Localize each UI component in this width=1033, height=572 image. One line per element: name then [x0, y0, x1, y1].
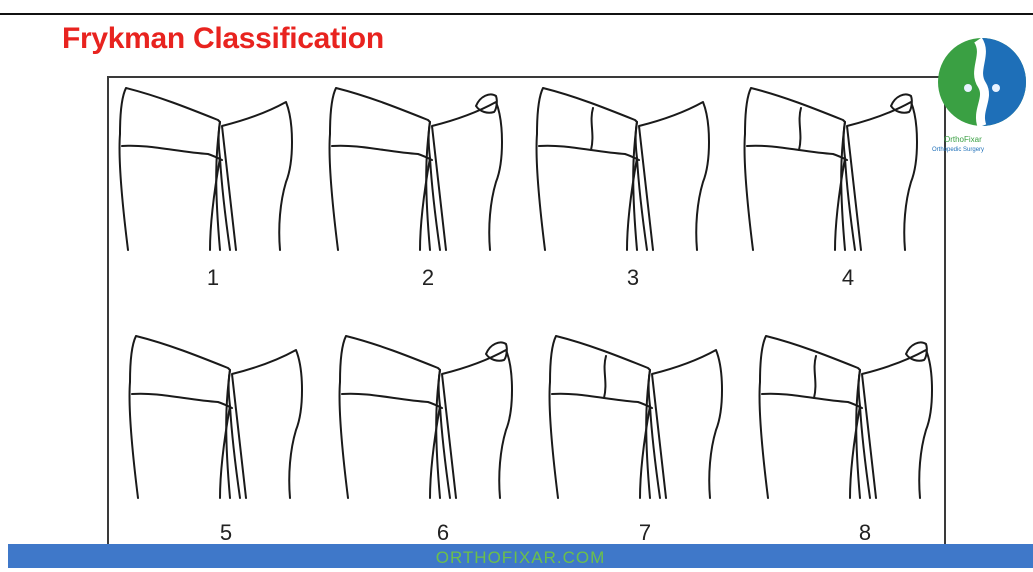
radius-fracture-line	[342, 394, 442, 408]
ulna-shaft-line	[230, 406, 240, 498]
radiocarpal-fracture-line	[799, 108, 801, 150]
radius-outline	[549, 336, 650, 498]
radius-fracture-line	[539, 146, 639, 160]
figure-number: 8	[859, 520, 871, 545]
ulna-shaft-line	[440, 406, 450, 498]
radius-fracture-line	[132, 394, 232, 408]
logo-tagline: Orthopedic Surgery	[932, 147, 984, 153]
ulna-outline	[442, 350, 512, 498]
footer-bar: ORTHOFIXAR.COM	[8, 544, 1033, 568]
figure-number: 6	[437, 520, 449, 545]
radius-fracture-line	[332, 146, 432, 160]
ulna-outline	[432, 102, 502, 250]
radius-outline	[339, 336, 440, 498]
fracture-figure	[744, 88, 917, 250]
figure-number: 2	[422, 265, 434, 290]
fracture-figure	[329, 88, 502, 250]
ulna-outline	[652, 350, 722, 498]
radius-outline	[129, 336, 230, 498]
figure-number: 5	[220, 520, 232, 545]
radius-fracture-line	[747, 146, 847, 160]
footer-site-link[interactable]: ORTHOFIXAR.COM	[436, 548, 606, 567]
radius-fracture-line	[552, 394, 652, 408]
ulna-shaft-line	[220, 158, 230, 250]
radius-outline	[119, 88, 220, 250]
figure-number: 4	[842, 265, 854, 290]
ulna-outline	[222, 102, 292, 250]
fracture-figure	[536, 88, 709, 250]
radius-outline	[759, 336, 860, 498]
figure-number: 7	[639, 520, 651, 545]
radius-outline	[329, 88, 430, 250]
ulna-outline	[847, 102, 917, 250]
radiocarpal-fracture-line	[591, 108, 593, 150]
fracture-figure	[129, 336, 302, 498]
radius-outline	[744, 88, 845, 250]
ulna-shaft-line	[430, 158, 440, 250]
fracture-figure	[759, 336, 932, 498]
fracture-figure	[339, 336, 512, 498]
ulna-outline	[862, 350, 932, 498]
ulna-outline	[232, 350, 302, 498]
radiocarpal-fracture-line	[604, 356, 606, 398]
logo-name: OrthoFixar	[944, 135, 982, 144]
figure-number: 1	[207, 265, 219, 290]
fracture-figure	[119, 88, 292, 250]
ulna-shaft-line	[860, 406, 870, 498]
radius-outline	[536, 88, 637, 250]
fracture-figure	[549, 336, 722, 498]
ulna-outline	[639, 102, 709, 250]
ulna-shaft-line	[845, 158, 855, 250]
figure-number: 3	[627, 265, 639, 290]
radius-fracture-line	[122, 146, 222, 160]
ulna-shaft-line	[650, 406, 660, 498]
radius-fracture-line	[762, 394, 862, 408]
radiocarpal-fracture-line	[814, 356, 816, 398]
orthofixar-logo-icon	[928, 30, 1033, 180]
ulna-shaft-line	[637, 158, 647, 250]
